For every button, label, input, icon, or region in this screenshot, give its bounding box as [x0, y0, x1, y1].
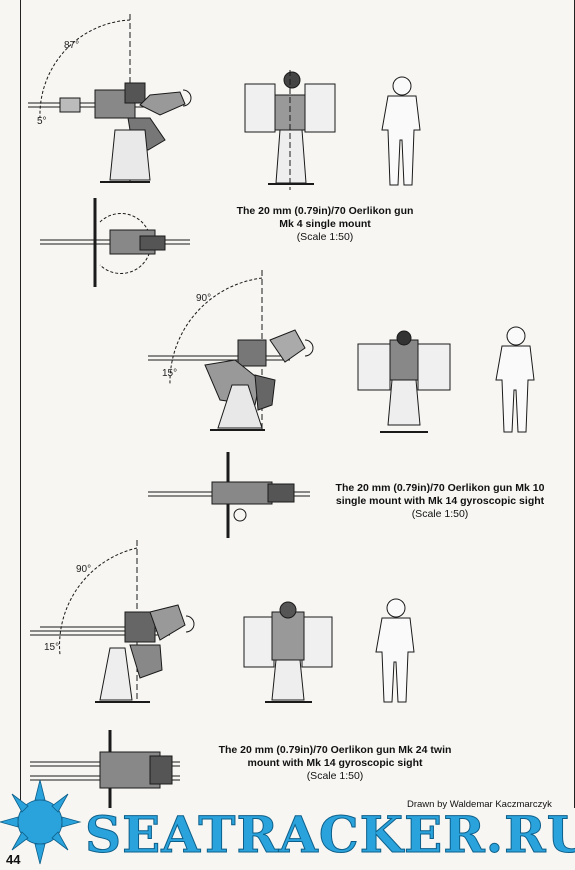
mk4-caption-line1: The 20 mm (0.79in)/70 Oerlikon gun [236, 205, 414, 217]
mk4-top-view [40, 198, 190, 287]
page-number: 44 [6, 852, 21, 867]
mk4-side-view [28, 14, 192, 185]
mk4-elevation-label: 87° [64, 40, 80, 51]
mk10-elevation-label: 90° [196, 293, 212, 304]
mk10-depression-label: 15° [162, 368, 178, 379]
mk10-caption-line1: The 20 mm (0.79in)/70 Oerlikon gun Mk 10 [335, 482, 545, 494]
mk24-caption-scale: (Scale 1:50) [306, 770, 364, 782]
human-scale-figure-1 [381, 76, 421, 186]
mk10-top-view [148, 452, 310, 538]
mk4-caption-scale: (Scale 1:50) [296, 231, 354, 243]
drawing-credit: Drawn by Waldemar Kaczmarczyk [407, 799, 552, 810]
watermark-sunburst-logo [0, 779, 82, 865]
mk24-caption-line1: The 20 mm (0.79in)/70 Oerlikon gun Mk 24… [218, 744, 452, 756]
human-scale-figure-2 [495, 326, 535, 433]
watermark-text: SEATRACKER.RU [84, 805, 575, 865]
mk24-elevation-label: 90° [76, 564, 92, 575]
mk10-front-view [357, 330, 451, 433]
mk24-caption-line2: mount with Mk 14 gyroscopic sight [247, 757, 423, 769]
mk10-side-view [148, 270, 314, 431]
mk24-front-view [243, 601, 333, 703]
mk4-depression-label: 5° [37, 116, 47, 127]
mk10-caption: The 20 mm (0.79in)/70 Oerlikon gun Mk 10… [320, 482, 560, 521]
mk4-caption: The 20 mm (0.79in)/70 Oerlikon gun Mk 4 … [205, 205, 445, 244]
human-scale-figure-3 [375, 598, 415, 703]
mk10-caption-line2: single mount with Mk 14 gyroscopic sight [335, 495, 545, 507]
mk4-caption-line2: Mk 4 single mount [279, 218, 371, 230]
mk24-caption: The 20 mm (0.79in)/70 Oerlikon gun Mk 24… [205, 744, 465, 783]
mk24-side-view [30, 540, 195, 703]
mk4-front-view [244, 70, 336, 190]
mk24-depression-label: 15° [44, 642, 60, 653]
mk10-caption-scale: (Scale 1:50) [411, 508, 469, 520]
mk24-top-view [30, 730, 180, 808]
